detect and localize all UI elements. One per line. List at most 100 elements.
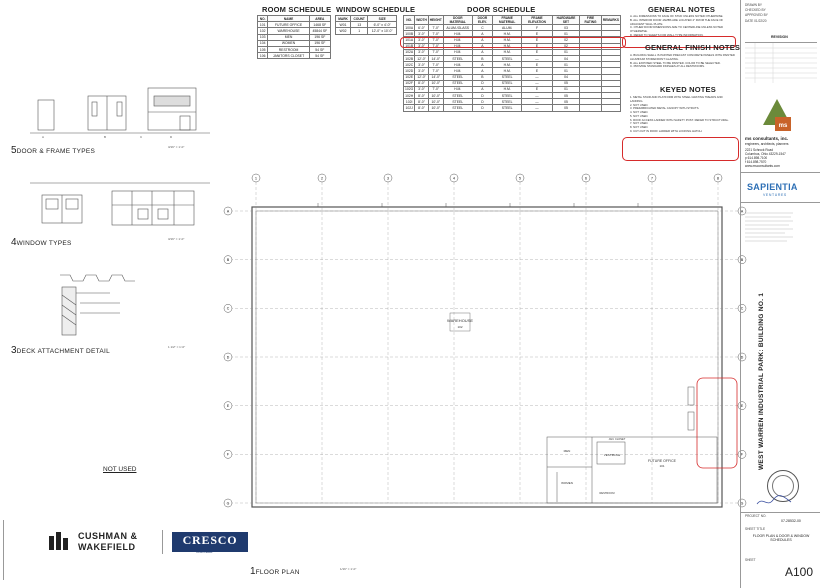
grid-bubble-col: 5: [515, 173, 525, 183]
logo-divider: [162, 530, 163, 554]
date-label: DATE: [745, 18, 754, 23]
svg-text:D: D: [227, 355, 230, 359]
left-edge-strip: [3, 520, 9, 580]
keyed-notes-title: KEYED NOTES: [660, 85, 716, 94]
divider: [741, 172, 820, 173]
vestibule-label: VESTIBULE: [604, 453, 621, 457]
sheet-number: A100: [785, 565, 814, 579]
client-name: SAPIENTIA: [747, 182, 798, 192]
drawing-scale: 3/16" = 1'-0": [168, 145, 185, 149]
date-value: 01/22/20: [754, 18, 767, 23]
svg-text:ms: ms: [779, 123, 788, 129]
revision-table: [745, 42, 817, 83]
deck-attachment-drawing: [60, 274, 135, 336]
firm-address-1: 2221 Schrock Road: [745, 148, 773, 152]
divider: [741, 512, 820, 513]
drawing-scale: 3/16" = 1'-0": [168, 237, 185, 241]
note-item: A. ALL DIMENSIONS TO FACE OF STUD UNLESS…: [630, 14, 724, 18]
svg-text:C: C: [741, 307, 744, 311]
svg-text:D: D: [741, 355, 744, 359]
cresco-subtitle: Real Estate: [196, 550, 213, 554]
door-schedule-header: NO.: [402, 15, 416, 25]
not-used-label: NOT USED: [103, 466, 137, 473]
firm-address-2: Columbus, Ohio 43229-1547: [745, 152, 786, 156]
keyed-notes-list: 1. METAL STAIR AND PLATFORM WITH STEEL G…: [630, 95, 735, 134]
svg-text:7: 7: [651, 177, 653, 181]
men-label: MEN: [564, 449, 571, 453]
redline-cloud: [400, 37, 626, 48]
redline-cloud: [622, 36, 736, 48]
svg-text:A: A: [741, 209, 744, 213]
svg-text:8: 8: [717, 177, 719, 181]
women-label: WOMEN: [561, 481, 573, 485]
divider: [741, 202, 820, 203]
svg-text:5: 5: [519, 177, 521, 181]
note-item: 3. PREFABRICATED METAL CANOPY WITH STRUT…: [630, 106, 700, 111]
firm-name: ms consultants, inc.: [745, 136, 789, 141]
drawing-scale: 1 1/2" = 1'-0": [168, 345, 186, 349]
door-schedule-header: HARDWARE SET: [551, 15, 581, 25]
firm-tagline: engineers, architects, planners: [745, 142, 789, 146]
window-schedule-cell: 12'-0" x 10'-0": [367, 27, 397, 35]
room-schedule-cell: 106: [256, 52, 269, 60]
svg-text:B: B: [104, 135, 106, 139]
cushman-wakefield-logo-icon: [48, 530, 74, 552]
firm-website: www.msconsultants.com: [745, 164, 780, 168]
note-item: A. BUILDING SHELL IS PAINTED PRECAST CON…: [630, 53, 735, 61]
svg-text:A: A: [227, 209, 230, 213]
door-schedule-title: DOOR SCHEDULE: [467, 5, 536, 14]
restroom-label: RESTROOM: [600, 491, 615, 495]
door-schedule-header: FRAME MATERIAL: [492, 15, 523, 25]
signature-icon: [755, 494, 795, 508]
note-item: 8. NOT USED.: [630, 125, 649, 130]
note-item: 6. ROOF ACCESS LADDER WITH SAFETY POST. …: [630, 117, 729, 122]
warehouse-room-number: 102: [457, 325, 462, 329]
door-schedule-cell: 05: [551, 104, 581, 112]
drawing-number: 5: [11, 145, 17, 156]
svg-text:E: E: [741, 404, 744, 408]
drawn-by-block: DRAWN BY CHECKED BY APPROVED BY DATE 01/…: [745, 3, 768, 23]
note-item: 5. NOT USED.: [630, 113, 649, 118]
svg-text:6: 6: [585, 177, 587, 181]
svg-text:2: 2: [321, 177, 323, 181]
drawing-title: WINDOW TYPES: [16, 240, 72, 247]
firm-fax: f 614.898.7570: [745, 160, 767, 164]
door-frame-types-caption: 5DOOR & FRAME TYPES: [11, 141, 95, 157]
window-types-drawing: [30, 182, 210, 226]
drawing-number: 3: [11, 345, 17, 356]
drawing-title: DECK ATTACHMENT DETAIL: [16, 348, 111, 355]
finish-notes-title: GENERAL FINISH NOTES: [645, 43, 741, 52]
room-schedule-title: ROOM SCHEDULE: [262, 5, 332, 14]
svg-text:E: E: [227, 404, 230, 408]
ms-consultants-logo-icon: ms: [757, 95, 797, 133]
door-schedule-header: FRAME ELEVATION: [521, 15, 553, 25]
firm-phone: p 614.898.7100: [745, 156, 768, 160]
drawing-scale: 1/16" = 1'-0": [340, 567, 357, 571]
note-item: B. ALL EXPOSED STEEL TO BE PAINTED. COLO…: [630, 60, 721, 65]
title-block: DRAWN BY CHECKED BY APPROVED BY DATE 01/…: [740, 0, 820, 588]
grid-bubble-col: 4: [449, 173, 459, 183]
door-schedule-header: HEIGHT: [427, 15, 444, 25]
note-item: 9. CUT-OUT IN ROOF LADDER WITH LOCKING H…: [630, 128, 703, 133]
note-item: D. REFER TO SHEETS FOR WALL TYPE INFORMA…: [630, 32, 704, 37]
drawing-title: DOOR & FRAME TYPES: [16, 148, 96, 155]
drawing-number: 4: [11, 237, 17, 248]
window-types-caption: 4WINDOW TYPES: [11, 233, 72, 249]
future-office-label: FUTURE OFFICE: [648, 459, 677, 463]
svg-text:A: A: [42, 135, 44, 139]
svg-text:B: B: [227, 258, 230, 262]
grid-bubble-col: 7: [647, 173, 657, 183]
door-schedule-header: REMARKS: [600, 15, 622, 25]
client-subtitle: VENTURES: [763, 193, 787, 197]
cushman-line-1: CUSHMAN &: [78, 531, 138, 541]
project-title: WEST WARREN INDUSTRIAL PARK: BUILDING NO…: [758, 292, 765, 470]
finish-notes-list: A. BUILDING SHELL IS PAINTED PRECAST CON…: [630, 53, 735, 69]
